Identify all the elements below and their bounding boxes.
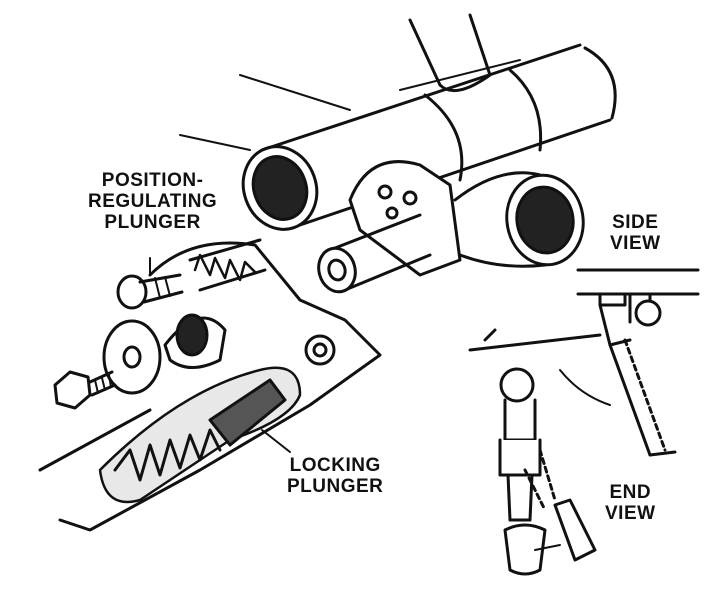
barrel-tube — [179, 43, 617, 231]
pivot-pin — [317, 213, 432, 294]
label-line: PLUNGER — [104, 212, 201, 233]
upper-rod — [408, 13, 492, 93]
label-line: END — [609, 482, 652, 503]
label-line: SIDE — [612, 212, 659, 233]
clamp-bracket — [348, 160, 585, 277]
label-line: VIEW — [610, 233, 661, 254]
label-line: PLUNGER — [287, 476, 384, 497]
leader-locking — [261, 429, 291, 453]
label-line: VIEW — [605, 503, 656, 524]
label-line: POSITION- — [101, 170, 204, 191]
label-line: REGULATING — [88, 191, 218, 212]
position-regulating-plunger — [53, 273, 184, 410]
side-view-sketch — [468, 268, 700, 457]
label-line: LOCKING — [289, 455, 381, 476]
end-view-sketch — [498, 367, 597, 576]
label-position-regulating-plunger: POSITION- REGULATING PLUNGER — [88, 170, 217, 233]
label-locking-plunger: LOCKING PLUNGER — [287, 455, 383, 497]
label-side-view: SIDE VIEW — [610, 212, 661, 254]
locking-plunger — [98, 366, 302, 504]
label-end-view: END VIEW — [605, 482, 656, 524]
